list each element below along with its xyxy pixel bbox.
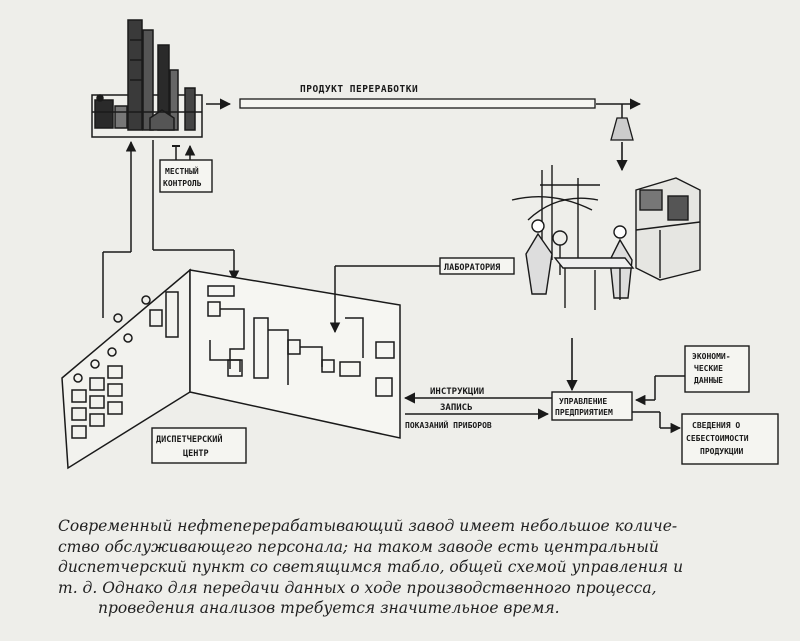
local-control-label-1: МЕСТНЫЙ	[165, 165, 199, 176]
local-control-label-2: КОНТРОЛЬ	[163, 179, 202, 188]
management-box	[551, 391, 633, 421]
caption-line: т. д. Однако для передачи данных о ходе …	[58, 578, 657, 597]
management-label-1: УПРАВЛЕНИЕ	[559, 397, 607, 406]
control-center-room	[61, 268, 401, 470]
economic-data-box	[684, 345, 750, 393]
figure-caption: Современный нефтеперерабатывающий завод …	[58, 516, 778, 619]
flask-icon	[610, 117, 634, 141]
economic-data-label-1: ЭКОНОМИ-	[692, 352, 731, 361]
management-label-2: ПРЕДПРИЯТИЕМ	[555, 408, 613, 417]
caption-line: ство обслуживающего персонала; на таком …	[58, 537, 659, 556]
instructions-label: ИНСТРУКЦИИ	[430, 387, 484, 397]
control-center-label-2: ЦЕНТР	[183, 449, 209, 459]
caption-line: проведения анализов требуется значительн…	[98, 599, 560, 617]
economic-data-label-3: ДАННЫЕ	[694, 376, 723, 385]
product-label: ПРОДУКТ ПЕРЕРАБОТКИ	[300, 84, 418, 95]
refinery-plant-icon	[91, 19, 203, 138]
control-center-label-1: ДИСПЕТЧЕРСКИЙ	[156, 433, 223, 445]
caption-line: диспетчерский пункт со светящимся табло,…	[58, 558, 684, 576]
product-pipe	[239, 98, 596, 109]
caption-line: Современный нефтеперерабатывающий завод …	[58, 517, 678, 535]
laboratory-label: ЛАБОРАТОРИЯ	[444, 263, 500, 273]
laboratory-scene-icon	[511, 165, 701, 310]
instrument-readings-label: ПОКАЗАНИЙ ПРИБОРОВ	[405, 419, 492, 430]
cost-info-label-3: ПРОДУКЦИИ	[700, 447, 744, 456]
refinery-process-diagram: ПРОДУКТ ПЕРЕРАБОТКИ МЕСТНЫЙ КОНТРОЛЬ	[61, 19, 779, 470]
local-control-box	[159, 159, 213, 193]
recording-label: ЗАПИСЬ	[440, 403, 473, 413]
control-center-box	[151, 427, 247, 464]
cost-info-label-2: СЕБЕСТОИМОСТИ	[686, 434, 749, 443]
economic-data-label-2: ЧЕСКИЕ	[694, 364, 723, 373]
cost-info-label-1: СВЕДЕНИЯ О	[692, 421, 740, 430]
cost-info-box	[681, 413, 779, 465]
